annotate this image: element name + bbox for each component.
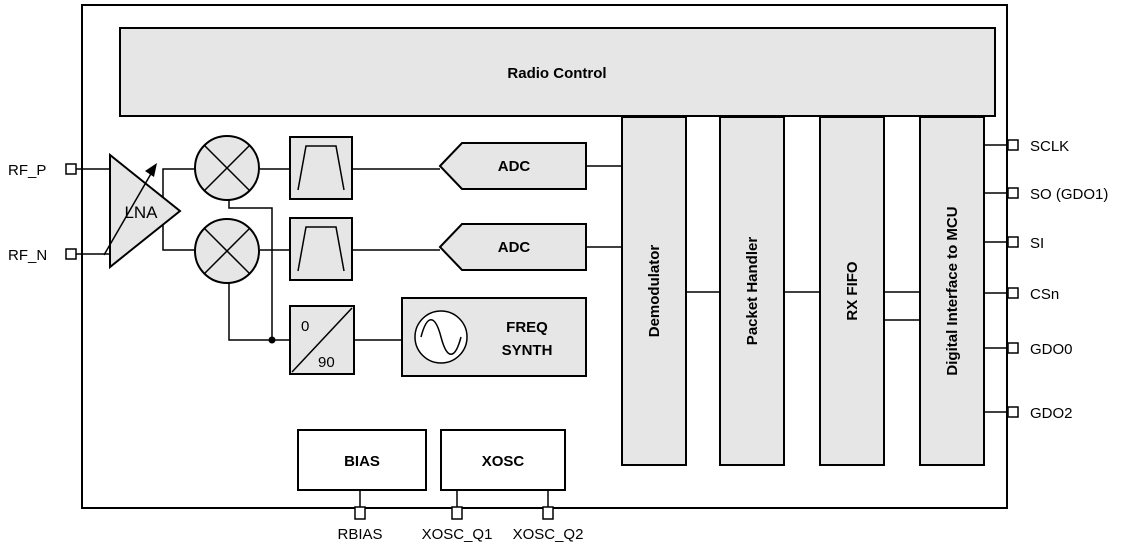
pin-rbias xyxy=(354,506,366,520)
packet-handler-label: Packet Handler xyxy=(744,237,761,346)
pin-label-xosc-q2: XOSC_Q2 xyxy=(513,526,584,543)
pin-label-sclk: SCLK xyxy=(1030,138,1069,155)
right-pins xyxy=(1007,139,1019,418)
pin-label-rf-n: RF_N xyxy=(8,247,47,264)
pin-label-gdo2: GDO2 xyxy=(1030,405,1073,422)
phase-90-label: 90 xyxy=(318,354,335,371)
mixer-i xyxy=(194,135,260,201)
lna-label: LNA xyxy=(124,203,158,222)
digital-interface-label: Digital Interface to MCU xyxy=(944,206,961,375)
pin-label-so-gdo1: SO (GDO1) xyxy=(1030,186,1108,203)
bottom-pin-leads xyxy=(359,490,549,508)
radio-control-block: Radio Control xyxy=(119,27,996,117)
bias-block: BIAS xyxy=(297,429,427,491)
rx-fifo-label: RX FIFO xyxy=(844,261,861,320)
pin-label-rbias: RBIAS xyxy=(337,526,382,543)
pin-label-rf-p: RF_P xyxy=(8,162,46,179)
pin-rf-p xyxy=(65,163,77,175)
pin-label-si: SI xyxy=(1030,235,1044,252)
pin-rf-n xyxy=(65,248,77,260)
adc-q-label: ADC xyxy=(498,239,531,256)
junction-dot xyxy=(268,336,276,344)
radio-control-label: Radio Control xyxy=(507,65,606,82)
left-pins xyxy=(65,163,77,260)
pin-label-gdo0: GDO0 xyxy=(1030,341,1073,358)
xosc-label: XOSC xyxy=(482,453,525,470)
phase-0-label: 0 xyxy=(301,318,309,335)
lna-amplifier: LNA xyxy=(103,152,182,270)
rx-fifo-block: RX FIFO xyxy=(819,116,885,466)
demodulator-label: Demodulator xyxy=(646,245,663,338)
pin-sclk xyxy=(1007,139,1019,151)
pin-so-gdo1 xyxy=(1007,187,1019,199)
demodulator-block: Demodulator xyxy=(621,116,687,466)
xosc-block: XOSC xyxy=(440,429,566,491)
mixer-q xyxy=(194,218,260,284)
bottom-pins xyxy=(354,506,554,520)
freq-synth-line2: SYNTH xyxy=(502,342,553,359)
adc-i-label: ADC xyxy=(498,158,531,175)
packet-handler-block: Packet Handler xyxy=(719,116,785,466)
adc-q: ADC xyxy=(438,223,587,271)
pin-csn xyxy=(1007,287,1019,299)
signal-wires xyxy=(75,144,1010,413)
digital-interface-block: Digital Interface to MCU xyxy=(919,116,985,466)
phase-splitter: 0 90 xyxy=(289,305,355,375)
freq-synth-block: FREQ SYNTH xyxy=(401,297,587,377)
freq-synth-line1: FREQ xyxy=(506,319,548,336)
adc-i: ADC xyxy=(438,142,587,190)
pin-gdo0 xyxy=(1007,342,1019,354)
filter-q xyxy=(289,217,353,281)
pin-gdo2 xyxy=(1007,406,1019,418)
pin-label-csn: CSn xyxy=(1030,286,1059,303)
pin-xosc-q1 xyxy=(451,506,463,520)
filter-i xyxy=(289,136,353,200)
pin-si xyxy=(1007,236,1019,248)
bias-label: BIAS xyxy=(344,453,380,470)
pin-label-xosc-q1: XOSC_Q1 xyxy=(422,526,493,543)
pin-xosc-q2 xyxy=(542,506,554,520)
